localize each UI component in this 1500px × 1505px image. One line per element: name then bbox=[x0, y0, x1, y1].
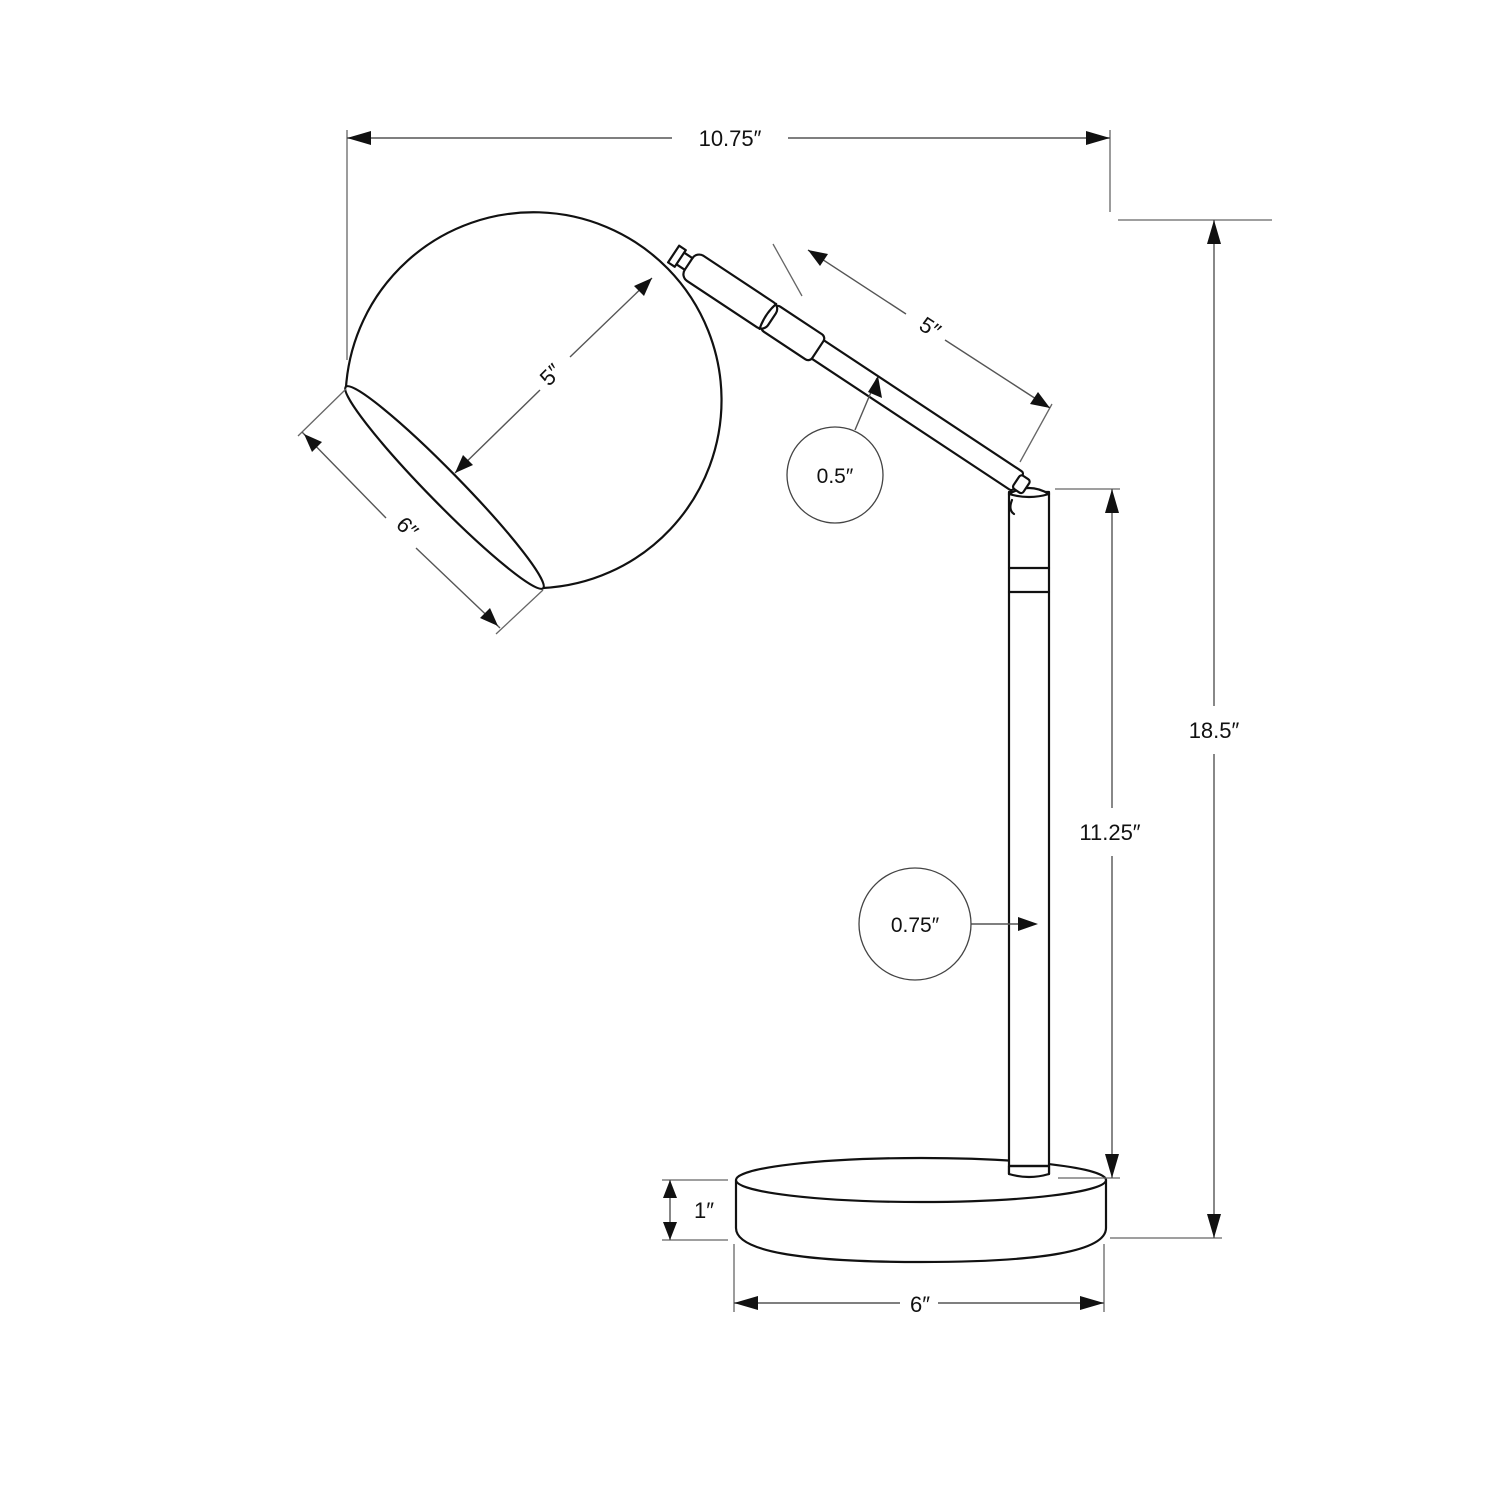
overall-height-label: 18.5″ bbox=[1189, 718, 1240, 743]
lamp-base bbox=[734, 1156, 1108, 1264]
stem-diameter-callout: 0.75″ bbox=[858, 867, 1038, 981]
lamp-shade bbox=[344, 211, 723, 590]
arm-diameter-callout: 0.5″ bbox=[786, 376, 884, 524]
base-height-dimension: 1″ bbox=[662, 1179, 728, 1241]
stem-height-label: 11.25″ bbox=[1079, 820, 1140, 845]
base-diameter-dimension: 6″ bbox=[733, 1244, 1105, 1317]
lamp-arm bbox=[666, 244, 1031, 495]
overall-width-dimension: 10.75″ bbox=[346, 126, 1111, 360]
shade-diameter-label: 6″ bbox=[391, 512, 423, 544]
overall-height-dimension: 18.5″ bbox=[1110, 219, 1272, 1239]
base-diameter-label: 6″ bbox=[910, 1292, 930, 1317]
stem-height-dimension: 11.25″ bbox=[1055, 488, 1141, 1179]
overall-width-label: 10.75″ bbox=[699, 126, 762, 151]
lamp-stem bbox=[1007, 486, 1051, 1179]
lamp-drawing bbox=[344, 211, 1108, 1264]
arm-length-label: 5″ bbox=[915, 312, 946, 344]
stem-diameter-label: 0.75″ bbox=[891, 914, 940, 937]
base-height-label: 1″ bbox=[694, 1198, 714, 1223]
arm-diameter-label: 0.5″ bbox=[817, 465, 854, 488]
